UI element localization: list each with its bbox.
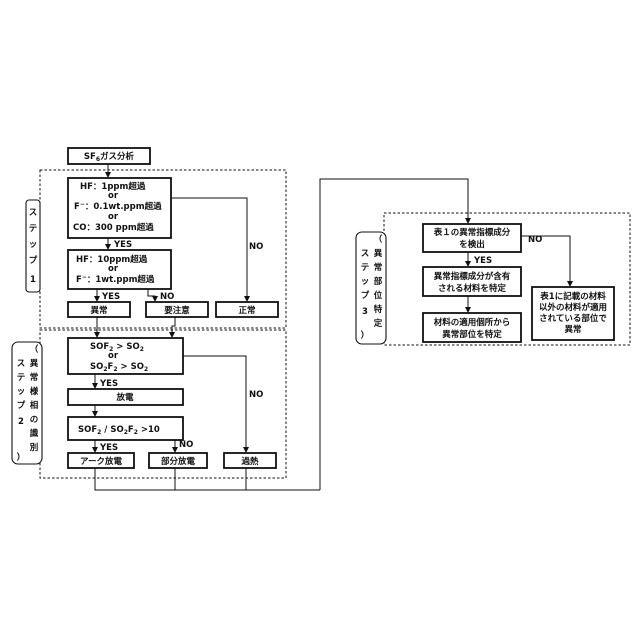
step3-other-line2: 以外の材料が適用 xyxy=(539,302,607,313)
yes-label: YES xyxy=(99,443,118,453)
svg-text:識: 識 xyxy=(30,428,39,439)
svg-text:常: 常 xyxy=(374,262,383,273)
step3-other-line4: 異常 xyxy=(564,324,581,335)
no-label: NO xyxy=(249,242,263,252)
svg-text:プ: プ xyxy=(361,290,370,301)
no-label: NO xyxy=(160,292,174,302)
svg-text:3: 3 xyxy=(362,307,368,317)
svg-text:）: ） xyxy=(361,330,370,341)
svg-text:ス: ス xyxy=(361,249,370,259)
svg-text:プ: プ xyxy=(17,400,26,411)
svg-text:）: ） xyxy=(17,452,26,463)
svg-text:1: 1 xyxy=(30,275,36,285)
step3-material-line2: される材料を特定 xyxy=(438,283,507,294)
no-label: NO xyxy=(528,235,542,245)
step3-other-line1: 表1に記載の材料 xyxy=(539,291,606,302)
svg-text:or: or xyxy=(108,264,119,274)
step3-detect-line1: 表１の異常指標成分 xyxy=(433,227,511,238)
svg-text:常: 常 xyxy=(30,372,39,383)
yes-label: YES xyxy=(473,256,492,266)
svg-text:ス: ス xyxy=(29,208,38,218)
svg-text:特: 特 xyxy=(374,304,383,315)
svg-text:様: 様 xyxy=(30,386,39,397)
result-partial-label: 部分放電 xyxy=(161,456,196,467)
yes-label: YES xyxy=(113,240,132,250)
svg-text:ッ: ッ xyxy=(17,387,26,397)
svg-text:（: （ xyxy=(374,234,383,245)
step3-detect-line2: を検出 xyxy=(459,239,485,250)
svg-text:ス: ス xyxy=(17,359,26,369)
result-abnormal-label: 異常 xyxy=(90,305,107,316)
result-overheat-label: 過熱 xyxy=(240,456,259,467)
svg-text:F−：1wt.ppm超過: F−：1wt.ppm超過 xyxy=(76,274,155,285)
result-caution-label: 要注意 xyxy=(164,305,190,316)
svg-text:テ: テ xyxy=(361,263,370,273)
step3-other-line3: されている部位で xyxy=(539,313,607,324)
yes-label: YES xyxy=(101,292,120,302)
svg-text:の: の xyxy=(30,415,39,425)
svg-text:定: 定 xyxy=(373,318,383,329)
svg-text:位: 位 xyxy=(374,290,383,301)
step3-location-line2: 異常部位を特定 xyxy=(442,329,502,340)
step2-condition-2-text: SOF2 / SO2F2 >10 xyxy=(78,425,160,436)
svg-text:相: 相 xyxy=(30,400,39,411)
no-label: NO xyxy=(249,390,263,400)
svg-text:テ: テ xyxy=(29,224,38,234)
no-label: NO xyxy=(179,440,193,450)
svg-text:テ: テ xyxy=(17,373,26,383)
svg-text:ッ: ッ xyxy=(29,240,38,250)
step3-location-line1: 材料の適用個所から xyxy=(433,317,511,328)
svg-text:or: or xyxy=(108,351,119,361)
start-label: SF6ガス分析 xyxy=(84,151,135,163)
svg-text:2: 2 xyxy=(18,417,24,427)
svg-text:プ: プ xyxy=(29,255,38,266)
svg-text:SO2F2 > SO2: SO2F2 > SO2 xyxy=(90,362,148,373)
yes-label: YES xyxy=(99,379,118,389)
svg-text:F−：0.1wt.ppm超過: F−：0.1wt.ppm超過 xyxy=(74,201,162,212)
svg-text:or: or xyxy=(108,212,119,222)
discharge-label: 放電 xyxy=(115,392,134,403)
svg-text:（: （ xyxy=(30,344,39,355)
svg-text:異: 異 xyxy=(374,248,383,259)
svg-text:別: 別 xyxy=(29,442,39,453)
svg-text:ッ: ッ xyxy=(361,277,370,287)
result-arc-label: アーク放電 xyxy=(80,456,122,467)
result-normal-label: 正常 xyxy=(238,305,255,316)
svg-text:CO：300 ppm超過: CO：300 ppm超過 xyxy=(73,222,154,233)
svg-text:異: 異 xyxy=(30,358,39,369)
svg-text:or: or xyxy=(108,191,119,201)
step3-material-line1: 異常指標成分が含有 xyxy=(434,271,511,282)
svg-text:部: 部 xyxy=(374,276,383,287)
